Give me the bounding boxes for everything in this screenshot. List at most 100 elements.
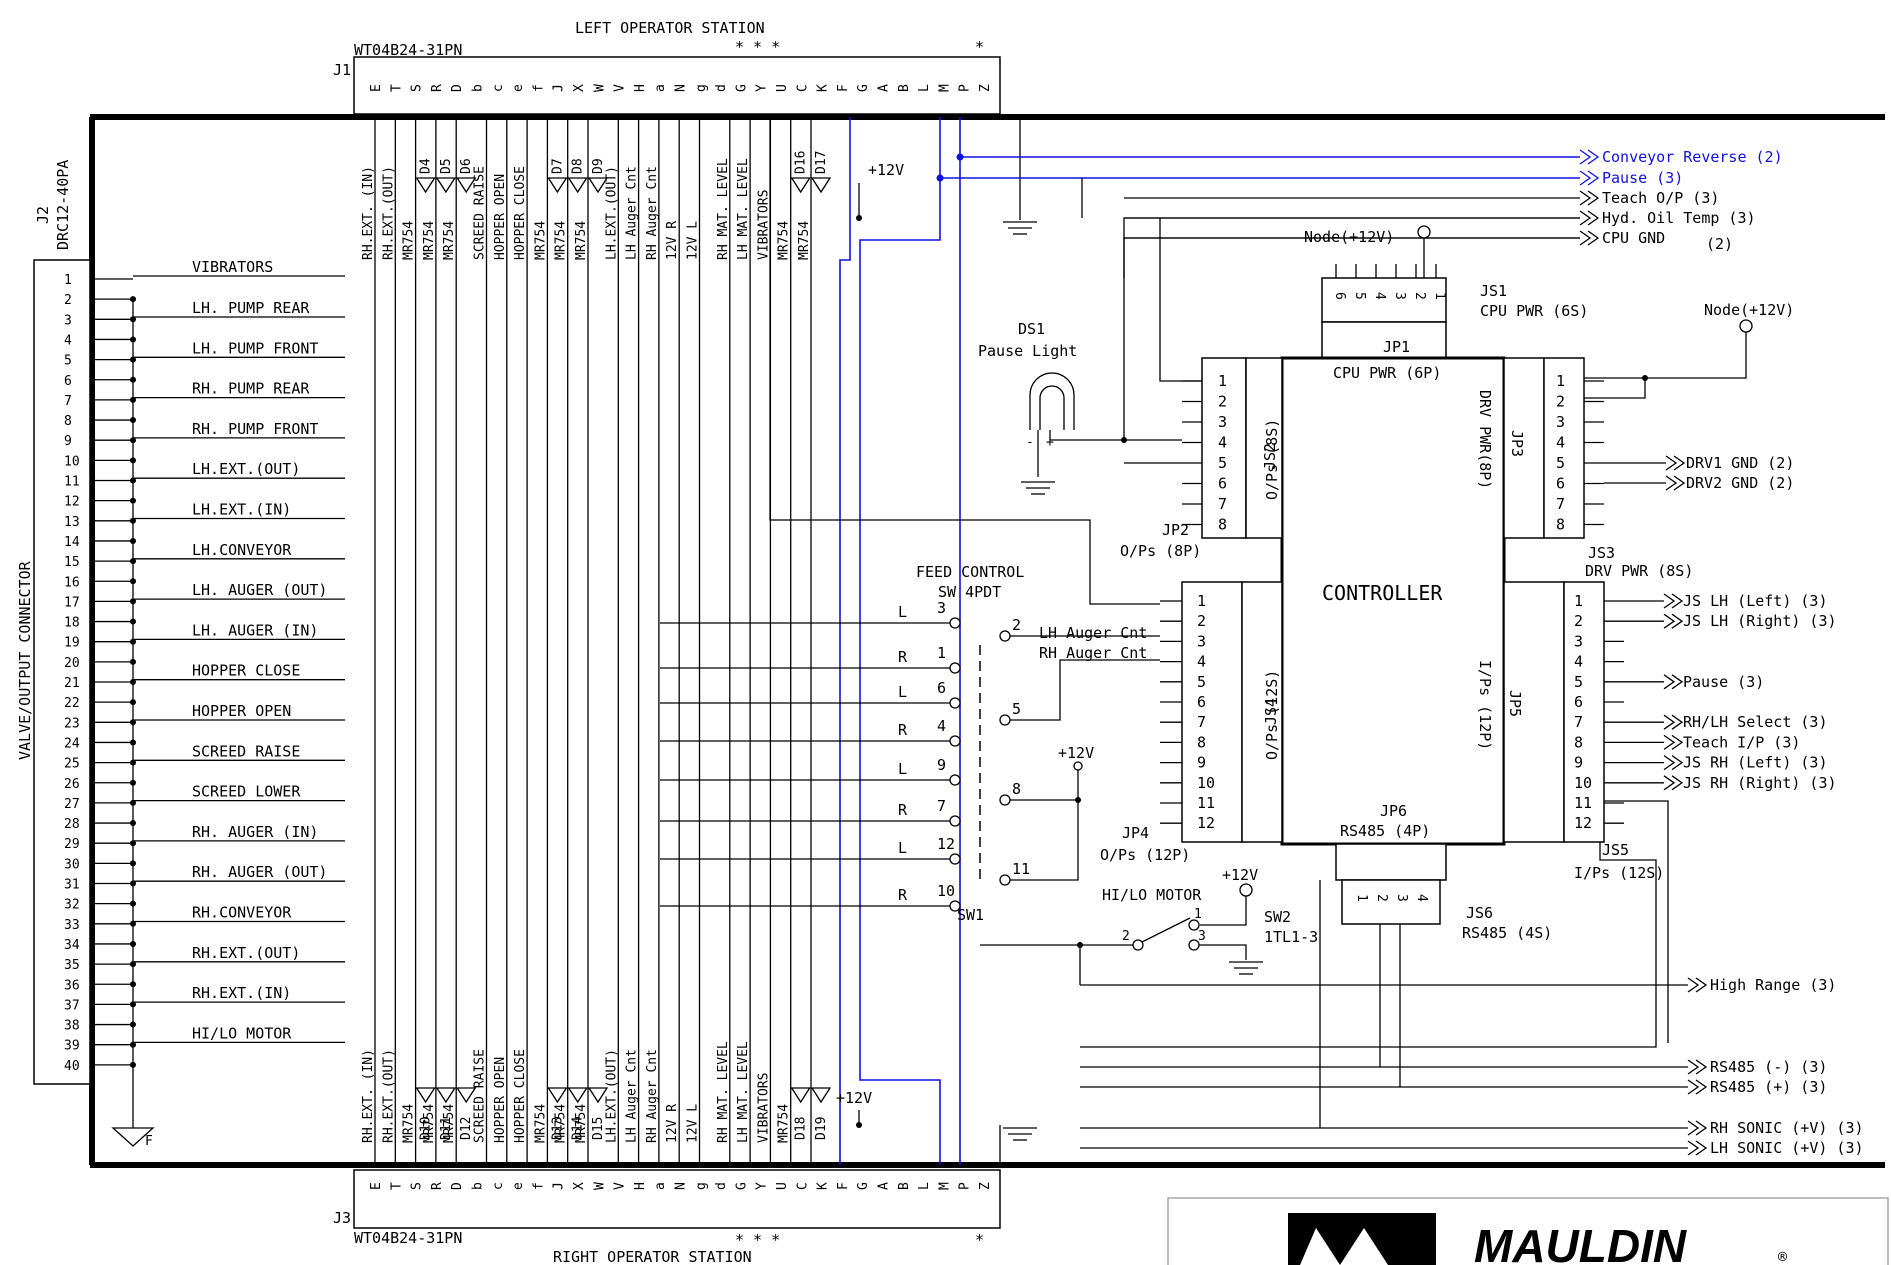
left-station-marks: * * *	[735, 38, 780, 56]
left-station-mark: *	[975, 38, 984, 56]
top-signal-label: MR754	[574, 221, 589, 260]
j2-pin-number: 22	[64, 696, 80, 711]
top-signal-label: LH MAT. LEVEL	[736, 158, 751, 260]
js4-pin: 8	[1197, 733, 1206, 751]
jp3-pin: 2	[1556, 393, 1565, 411]
bottom-signal-label: RH.EXT.(OUT)	[381, 1049, 396, 1143]
drv-gnd-label: DRV2 GND (2)	[1686, 474, 1794, 492]
j3-pin: K	[816, 1182, 831, 1190]
diode-label: D14	[571, 1116, 586, 1140]
diode-top	[415, 177, 436, 194]
svg-text:JP1: JP1	[1383, 338, 1410, 356]
bottom-signal-label: HOPPER OPEN	[493, 1057, 508, 1143]
diode-top	[790, 177, 811, 194]
j1-pin: U	[775, 84, 790, 92]
diode-bottom	[810, 1087, 832, 1104]
js2-pin: 3	[1218, 413, 1227, 431]
js6-pin: 2	[1374, 894, 1389, 902]
js4-pin: 4	[1197, 653, 1206, 671]
svg-text:SW1: SW1	[957, 906, 984, 924]
js2-pin: 6	[1218, 475, 1227, 493]
top-signal-label: MR754	[797, 221, 812, 260]
output-label: VIBRATORS	[192, 258, 273, 276]
top-signal-label: RH Auger Cnt	[645, 166, 660, 260]
js1-pin: 3	[1392, 292, 1407, 300]
diode-bottom	[587, 1087, 609, 1104]
jp5-pin: 4	[1574, 653, 1583, 671]
j2-pin-number: 30	[64, 857, 80, 872]
j1-pin: D	[450, 84, 465, 92]
j2-pin-number: 35	[64, 958, 80, 973]
svg-text:F: F	[145, 1134, 153, 1149]
internal-wiring	[769, 117, 1669, 1128]
left-station-connector: WT04B24-31PN	[354, 41, 462, 59]
jp5-pin: 10	[1574, 774, 1592, 792]
bottom-signal-label: MR754	[442, 1104, 457, 1143]
diode-label: D8	[571, 158, 586, 174]
jp3-pin: 5	[1556, 454, 1565, 472]
diode-top	[587, 177, 609, 194]
top-signal-label: LH Auger Cnt	[625, 166, 640, 260]
j2-pin-number: 2	[64, 293, 72, 308]
jp3-pin: 6	[1556, 475, 1565, 493]
js2-pin: 5	[1218, 454, 1227, 472]
brand-name: MAULDIN	[1474, 1220, 1687, 1265]
bottom-plus12: +12V	[836, 1089, 872, 1128]
j2-pin-number: 34	[64, 938, 80, 953]
top-signal-label: LH.EXT.(OUT)	[604, 166, 619, 260]
svg-text:3: 3	[1198, 929, 1206, 944]
j3-pin: D	[450, 1182, 465, 1190]
jp5-pin: 11	[1574, 794, 1592, 812]
top-signal-label: VIBRATORS	[756, 190, 771, 260]
jp1-desc: CPU PWR (6P)	[1333, 364, 1441, 382]
svg-text:SW2: SW2	[1264, 908, 1291, 926]
j2-connector-box	[33, 259, 91, 1085]
svg-text:-: -	[1026, 435, 1034, 450]
output-label: LH. PUMP FRONT	[192, 339, 318, 357]
svg-text:O/Ps (12P): O/Ps (12P)	[1100, 846, 1190, 864]
right-station-connector: WT04B24-31PN	[354, 1229, 462, 1247]
jp3-pin: 1	[1556, 372, 1565, 390]
js2-pin: 4	[1218, 434, 1227, 452]
jp5-pin: 12	[1574, 814, 1592, 832]
bottom-signal-label: 12V L	[686, 1104, 701, 1143]
svg-text:DS1: DS1	[1018, 320, 1045, 338]
bottom-signal-label: RH.EXT. (IN)	[361, 1049, 376, 1143]
brand-reg: ®	[1778, 1248, 1788, 1265]
j2-pin-number: 38	[64, 1019, 80, 1034]
j2-pin-number: 25	[64, 757, 80, 772]
j3-pin: F	[836, 1182, 851, 1190]
feed-row-num: 3	[937, 599, 946, 617]
j2-pin-number: 15	[64, 555, 80, 570]
svg-text:DRV PWR (8S): DRV PWR (8S)	[1585, 562, 1693, 580]
js4-pin: 12	[1197, 814, 1215, 832]
feed-row-side: R	[898, 886, 908, 904]
j2-pin-number: 6	[64, 374, 72, 389]
j1-pin: M	[937, 84, 952, 92]
bottom-signal-label: RH Auger Cnt	[645, 1049, 660, 1143]
feed-common-num: 8	[1012, 780, 1021, 798]
jp5-signals: JS LH (Left) (3)JS LH (Right) (3)Pause (…	[1624, 592, 1837, 792]
svg-text:HI/LO MOTOR: HI/LO MOTOR	[1102, 886, 1202, 904]
svg-text:Node(+12V): Node(+12V)	[1704, 301, 1794, 319]
diode-bottom	[456, 1087, 477, 1104]
j1-pin: a	[653, 84, 668, 92]
feed-common-num: 2	[1012, 616, 1021, 634]
j3-pin: A	[877, 1182, 892, 1190]
jp3-pin: 3	[1556, 413, 1565, 431]
diode-label: D11	[439, 1117, 454, 1140]
j3-pin: S	[410, 1182, 425, 1190]
diode-label: D7	[550, 158, 565, 174]
cpu-gnd-note: (2)	[1706, 235, 1733, 253]
j3-pin: g	[694, 1182, 709, 1190]
j1-pin: P	[958, 84, 973, 92]
j2-pin-number: 10	[64, 454, 80, 469]
svg-text:SW 4PDT: SW 4PDT	[938, 583, 1001, 601]
svg-text:DRV PWR(8P): DRV PWR(8P)	[1476, 390, 1494, 489]
jp5-signal-label: Teach I/P (3)	[1683, 733, 1800, 751]
